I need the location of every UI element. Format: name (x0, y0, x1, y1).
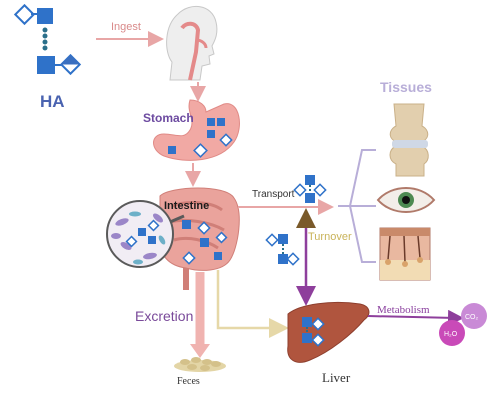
feces-label: Feces (177, 376, 200, 387)
skin-icon (379, 227, 431, 281)
ha-fragment-transport-icon (293, 175, 327, 203)
joint-icon (389, 103, 429, 177)
human-head-icon (166, 6, 218, 81)
liver-icon (287, 301, 370, 363)
eye-icon (376, 187, 436, 213)
h2o-bubble-icon (439, 320, 465, 346)
transport-label: Transport (252, 189, 295, 200)
intestine-label: Intestine (164, 200, 210, 212)
intestine-icon (159, 187, 240, 290)
microbiota-icon (106, 200, 185, 268)
liver-label: Liver (322, 370, 351, 385)
ha-molecule-icon (13, 3, 82, 76)
stomach-icon (153, 99, 240, 161)
h2o-label: H₂O (444, 331, 458, 338)
ingest-label: Ingest (111, 21, 141, 33)
co2-bubble-icon (461, 303, 487, 329)
metabolism-label: Metabolism (377, 304, 430, 316)
co2-label: CO₂ (465, 314, 479, 321)
tissues-label: Tissues (380, 79, 432, 95)
feces-icon (174, 357, 226, 372)
turnover-label: Turnover (308, 231, 352, 243)
stomach-label: Stomach (143, 111, 194, 125)
ha-label: HA (40, 92, 65, 111)
ha-fragment-turnover-icon (265, 233, 300, 266)
excretion-label: Excretion (135, 308, 194, 324)
